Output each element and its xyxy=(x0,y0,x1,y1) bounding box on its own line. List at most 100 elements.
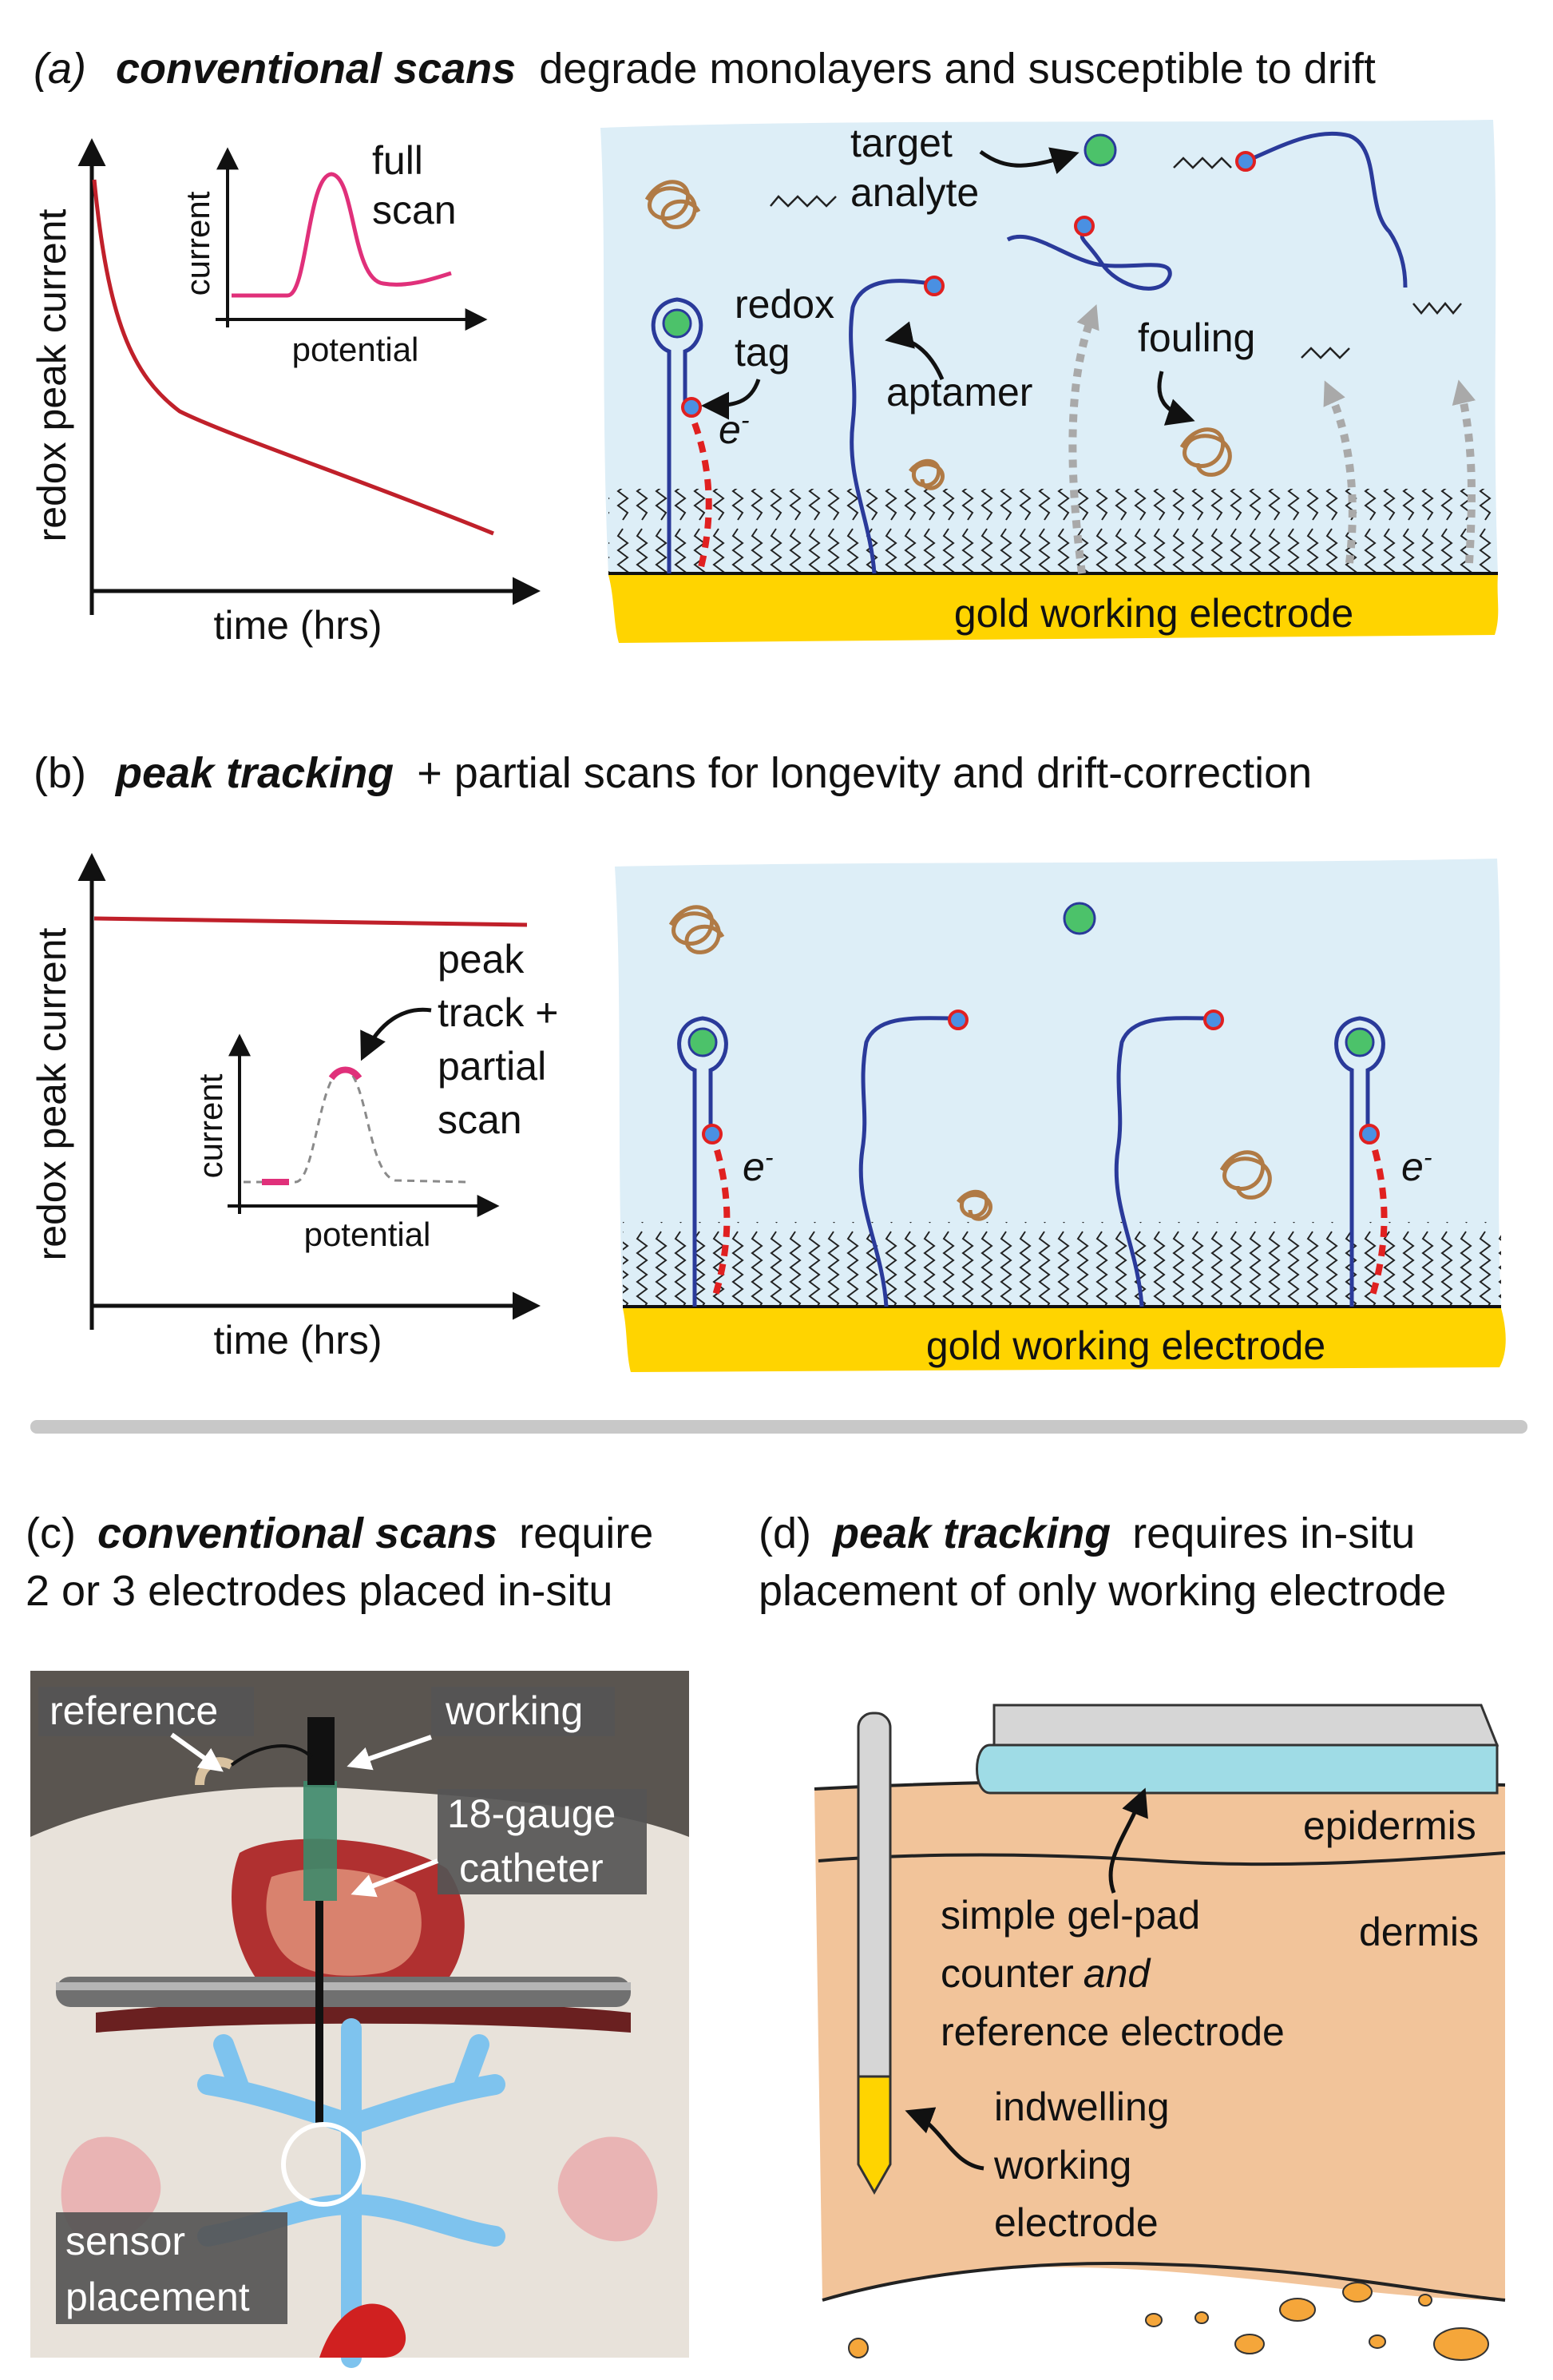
peak-track-label-3: partial xyxy=(438,1044,546,1089)
panel-d-letter: (d) xyxy=(759,1509,811,1557)
gel-pad-label-2a: counter xyxy=(941,1951,1074,1996)
panel-a-decay-plot: redox peak current time (hrs) current po… xyxy=(30,138,541,648)
target-analyte-b xyxy=(1063,902,1096,935)
panel-b-y-axis-label: redox peak current xyxy=(30,927,74,1260)
panel-d-heading-rest: requires in-situ xyxy=(1132,1509,1415,1557)
panel-b-letter: (b) xyxy=(34,749,86,797)
panel-b: (b) peak tracking + partial scans for lo… xyxy=(30,749,1506,1372)
aptamer-strand-a2 xyxy=(849,276,945,574)
panel-d-heading-bold: peak tracking xyxy=(831,1509,1111,1557)
panel-d-heading-line2: placement of only working electrode xyxy=(759,1567,1446,1615)
peak-track-label-2: track + xyxy=(438,990,558,1035)
detached-aptamer-a xyxy=(1006,216,1172,291)
full-scan-label-2: scan xyxy=(372,188,457,232)
redox-label-1: redox xyxy=(735,282,834,327)
aptamer-label: aptamer xyxy=(886,370,1032,415)
panel-a: (a) conventional scans degrade monolayer… xyxy=(30,45,1499,648)
gel-pad-label-2b: and xyxy=(1084,1951,1152,1996)
fouling-blobs-a xyxy=(644,180,1232,490)
panel-a-heading-rest: degrade monolayers and susceptible to dr… xyxy=(539,45,1376,93)
peak-track-segment xyxy=(328,1066,362,1081)
peak-track-label-1: peak xyxy=(438,937,525,982)
full-scan-curve xyxy=(232,172,452,298)
fat-cells xyxy=(848,2282,1489,2361)
panel-a-inset: current potential full scan xyxy=(179,138,488,368)
panel-d: (d) peak tracking requires in-situ place… xyxy=(759,1509,1506,2361)
svg-text:(a) conventional scans: (a) conventional scans degrade monolayer… xyxy=(34,45,1376,93)
partial-scan-dashed xyxy=(244,1067,468,1184)
redox-label-2: tag xyxy=(735,330,790,375)
dermis-label: dermis xyxy=(1359,1910,1479,1954)
panel-c-heading-rest: require xyxy=(519,1509,653,1557)
dermis-layer xyxy=(814,1780,1505,2300)
aptamer-strand-b2 xyxy=(858,1010,969,1307)
fouling-blobs-b xyxy=(668,905,1272,1221)
panel-b-heading-rest: + partial scans for longevity and drift-… xyxy=(417,749,1312,797)
svg-text:(c) conventional scans: (c) conventional scans require xyxy=(26,1509,653,1557)
panel-b-heading-bold: peak tracking xyxy=(114,749,394,797)
target-label-1: target xyxy=(850,121,953,165)
desorbed-chains-a xyxy=(770,157,1462,359)
electrode-label-a: gold working electrode xyxy=(954,591,1353,636)
bound-target-a xyxy=(662,308,692,339)
section-divider xyxy=(30,1420,1527,1434)
sam-layer-b xyxy=(623,1222,1501,1307)
fouling-label: fouling xyxy=(1138,315,1255,360)
panel-a-letter: (a) xyxy=(34,45,86,93)
gel-pad-backing xyxy=(992,1704,1500,1747)
epidermis-label: epidermis xyxy=(1303,1803,1476,1848)
target-label-2: analyte xyxy=(850,170,979,215)
panel-a-schematic: gold working electrode e- redox tag apta… xyxy=(600,120,1499,643)
panel-b-stable-plot: redox peak current time (hrs) current po… xyxy=(30,853,558,1363)
gold-electrode-b xyxy=(623,1308,1506,1372)
sensor-placement-circle xyxy=(281,2122,366,2207)
skin-cross-section xyxy=(814,1704,1506,2361)
gel-pad-label-3: reference electrode xyxy=(941,2009,1285,2054)
gel-pad-label-1: simple gel-pad xyxy=(941,1893,1200,1938)
stable-current-line xyxy=(93,916,528,927)
panel-c-heading-line2: 2 or 3 electrodes placed in-situ xyxy=(26,1567,612,1615)
hairpin-aptamer-b4: e- xyxy=(1334,1016,1432,1307)
panel-b-schematic: gold working electrode e- xyxy=(615,859,1506,1372)
panel-b-x-axis-label: time (hrs) xyxy=(213,1318,382,1363)
redox-tag-a1 xyxy=(681,397,702,418)
panel-c-letter: (c) xyxy=(26,1509,76,1557)
hypodermis-boundary xyxy=(822,2262,1506,2302)
reference-electrode-label: reference xyxy=(50,1688,218,1733)
indwelling-label-1: indwelling xyxy=(994,2084,1170,2129)
aptamer-strand-b3 xyxy=(1114,1010,1224,1307)
desorption-arrows-a xyxy=(1068,304,1476,574)
sensor-placement-label-1: sensor xyxy=(65,2219,185,2263)
catheter-label-2: catheter xyxy=(459,1846,604,1890)
svg-text:(b) peak tracking: (b) peak tracking + partial scans for lo… xyxy=(34,749,1312,797)
panel-c-heading-bold: conventional scans xyxy=(97,1509,497,1557)
solution-region-a xyxy=(600,120,1498,575)
svg-text:e-: e- xyxy=(743,1143,773,1189)
sam-layer-a xyxy=(608,489,1495,573)
gel-pad xyxy=(976,1743,1499,1795)
epidermis-boundary xyxy=(818,1851,1506,1866)
panel-b-inset-y-label: current xyxy=(192,1073,229,1178)
full-scan-label-1: full xyxy=(372,138,423,183)
svg-text:(d) peak tracking: (d) peak tracking requires in-situ xyxy=(759,1509,1415,1557)
solution-region-b xyxy=(615,859,1501,1310)
electron-path-a xyxy=(691,422,712,568)
free-aptamer-a xyxy=(1235,131,1408,288)
catheter-label-1: 18-gauge xyxy=(447,1791,616,1836)
panel-a-x-axis-label: time (hrs) xyxy=(213,603,382,648)
panel-a-y-axis-label: redox peak current xyxy=(30,208,74,541)
gold-electrode-a xyxy=(608,575,1499,643)
indwelling-label-3: electrode xyxy=(994,2200,1159,2245)
panel-a-heading-bold: conventional scans xyxy=(116,45,516,93)
panel-a-inset-y-label: current xyxy=(179,191,216,296)
catheter-hub xyxy=(303,1781,337,1901)
target-analyte-a xyxy=(1084,133,1117,167)
decay-curve xyxy=(92,179,494,536)
panel-b-inset-x-label: potential xyxy=(304,1216,431,1253)
hairpin-aptamer-b1: e- xyxy=(677,1016,773,1307)
svg-text:e-: e- xyxy=(1401,1143,1432,1189)
sensor-placement-label-2: placement xyxy=(65,2275,250,2319)
working-electrode-label: working xyxy=(445,1688,583,1733)
